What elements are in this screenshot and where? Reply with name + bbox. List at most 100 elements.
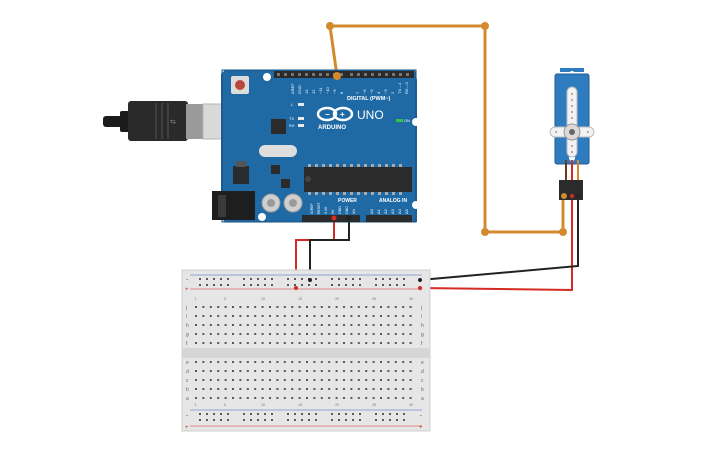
breadboard-hole[interactable]: [308, 419, 310, 421]
breadboard-hole[interactable]: [224, 342, 227, 344]
breadboard-hole[interactable]: [357, 370, 360, 372]
breadboard-hole[interactable]: [269, 315, 271, 317]
breadboard-hole[interactable]: [350, 379, 353, 381]
breadboard-hole[interactable]: [239, 324, 242, 326]
breadboard-hole[interactable]: [380, 397, 382, 399]
breadboard-hole[interactable]: [372, 379, 375, 381]
breadboard-hole[interactable]: [291, 333, 294, 335]
breadboard-hole[interactable]: [403, 278, 405, 280]
breadboard-hole[interactable]: [202, 306, 205, 308]
breadboard-hole[interactable]: [209, 379, 212, 381]
breadboard-hole[interactable]: [243, 284, 245, 286]
breadboard-hole[interactable]: [243, 278, 245, 280]
breadboard-hole[interactable]: [394, 388, 397, 390]
breadboard-hole[interactable]: [402, 361, 405, 363]
breadboard-hole[interactable]: [365, 397, 368, 399]
breadboard-hole[interactable]: [276, 342, 279, 344]
breadboard-hole[interactable]: [394, 306, 397, 308]
breadboard-hole[interactable]: [335, 379, 338, 381]
breadboard-hole[interactable]: [365, 370, 368, 372]
servo-ground-wire[interactable]: [419, 197, 579, 281]
breadboard-hole[interactable]: [409, 324, 412, 326]
breadboard-hole[interactable]: [224, 315, 227, 317]
breadboard-hole[interactable]: [387, 333, 390, 335]
breadboard-hole[interactable]: [276, 388, 279, 390]
breadboard-hole[interactable]: [232, 370, 234, 372]
breadboard-hole[interactable]: [357, 324, 360, 326]
breadboard-hole[interactable]: [202, 342, 205, 344]
breadboard-hole[interactable]: [402, 379, 405, 381]
breadboard-hole[interactable]: [313, 397, 316, 399]
breadboard-hole[interactable]: [209, 333, 212, 335]
breadboard-hole[interactable]: [313, 315, 316, 317]
breadboard-hole[interactable]: [261, 388, 264, 390]
breadboard-hole[interactable]: [394, 315, 397, 317]
breadboard-hole[interactable]: [199, 284, 201, 286]
breadboard-hole[interactable]: [287, 419, 289, 421]
power-header[interactable]: [302, 215, 360, 222]
breadboard-hole[interactable]: [254, 333, 257, 335]
breadboard-hole[interactable]: [250, 419, 252, 421]
breadboard-hole[interactable]: [335, 388, 338, 390]
digital-header[interactable]: [274, 71, 414, 78]
breadboard-hole[interactable]: [276, 324, 279, 326]
breadboard-hole[interactable]: [335, 324, 338, 326]
breadboard-hole[interactable]: [261, 315, 264, 317]
breadboard-hole[interactable]: [291, 324, 294, 326]
breadboard-hole[interactable]: [276, 397, 279, 399]
breadboard-hole[interactable]: [269, 370, 271, 372]
breadboard-hole[interactable]: [328, 333, 331, 335]
breadboard-hole[interactable]: [365, 388, 368, 390]
breadboard-hole[interactable]: [343, 342, 345, 344]
breadboard-hole[interactable]: [320, 333, 323, 335]
breadboard-hole[interactable]: [389, 413, 391, 415]
breadboard-hole[interactable]: [396, 413, 398, 415]
breadboard-hole[interactable]: [261, 361, 264, 363]
breadboard-hole[interactable]: [202, 361, 205, 363]
breadboard-hole[interactable]: [409, 397, 412, 399]
breadboard-hole[interactable]: [387, 324, 390, 326]
pin-gnd-connection[interactable]: [346, 215, 352, 221]
breadboard-hole[interactable]: [195, 379, 197, 381]
breadboard-hole[interactable]: [403, 413, 405, 415]
breadboard-hole[interactable]: [306, 342, 308, 344]
breadboard-hole[interactable]: [276, 315, 279, 317]
breadboard-hole[interactable]: [328, 379, 331, 381]
breadboard-hole[interactable]: [382, 278, 384, 280]
breadboard-hole[interactable]: [254, 324, 257, 326]
breadboard-hole[interactable]: [246, 370, 249, 372]
breadboard-hole[interactable]: [387, 361, 390, 363]
wire-joint[interactable]: [481, 22, 489, 30]
wire-joint[interactable]: [326, 22, 334, 30]
breadboard-hole[interactable]: [220, 278, 222, 280]
breadboard-hole[interactable]: [209, 397, 212, 399]
breadboard-hole[interactable]: [232, 324, 234, 326]
breadboard-hole[interactable]: [217, 397, 220, 399]
breadboard-hole[interactable]: [291, 370, 294, 372]
breadboard-hole[interactable]: [372, 388, 375, 390]
breadboard-hole[interactable]: [382, 419, 384, 421]
breadboard-hole[interactable]: [239, 370, 242, 372]
breadboard-hole[interactable]: [202, 370, 205, 372]
breadboard-hole[interactable]: [352, 284, 354, 286]
breadboard-hole[interactable]: [220, 419, 222, 421]
wire-endpoint[interactable]: [308, 278, 312, 282]
breadboard-hole[interactable]: [254, 361, 257, 363]
breadboard-hole[interactable]: [246, 397, 249, 399]
breadboard-hole[interactable]: [365, 324, 368, 326]
wire-endpoint[interactable]: [294, 286, 298, 290]
breadboard-hole[interactable]: [301, 413, 303, 415]
breadboard-hole[interactable]: [320, 324, 323, 326]
breadboard-hole[interactable]: [359, 413, 361, 415]
breadboard-hole[interactable]: [315, 413, 317, 415]
breadboard-hole[interactable]: [298, 333, 301, 335]
breadboard-hole[interactable]: [409, 333, 412, 335]
breadboard-hole[interactable]: [246, 324, 249, 326]
breadboard-hole[interactable]: [227, 278, 229, 280]
breadboard-hole[interactable]: [195, 342, 197, 344]
breadboard-hole[interactable]: [239, 397, 242, 399]
breadboard-hole[interactable]: [257, 413, 259, 415]
breadboard-hole[interactable]: [217, 306, 220, 308]
breadboard-hole[interactable]: [350, 315, 353, 317]
breadboard-hole[interactable]: [195, 370, 197, 372]
